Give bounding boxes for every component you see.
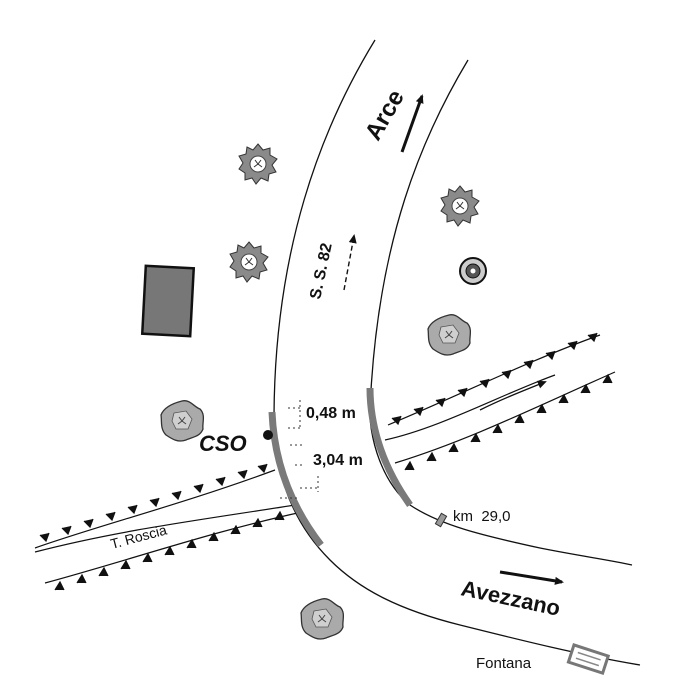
building-icon — [140, 264, 196, 338]
well-icon — [459, 257, 487, 285]
arrow-icon — [499, 570, 564, 585]
tree-icon — [229, 241, 269, 283]
bank-hachures — [39, 332, 613, 591]
label-km: km 29,0 — [453, 508, 511, 525]
stream-bank-lower — [44, 371, 616, 584]
road-ss82 — [273, 39, 641, 666]
shrub-icon — [427, 314, 472, 356]
arrow-icon — [400, 94, 424, 153]
stream-flow-arrow — [479, 380, 547, 411]
stream-water-line — [34, 374, 556, 553]
bridge-parapet-right — [366, 387, 413, 508]
fountain-icon — [566, 643, 611, 676]
dimension-lines — [280, 400, 320, 499]
label-arce: Arce — [360, 85, 410, 145]
bridge — [268, 387, 413, 548]
shrub-icon — [160, 400, 205, 442]
km-marker-icon — [434, 512, 448, 528]
bridge-parapet-left — [268, 411, 324, 548]
label-distance-upper: 0,48 m — [306, 405, 356, 422]
cso-point-icon — [263, 430, 273, 440]
stream-banks — [34, 334, 616, 584]
tree-icon — [238, 143, 278, 185]
road-edge-right — [369, 59, 633, 566]
shrub-icon — [300, 598, 345, 640]
label-road-ss82: S. S. 82 — [307, 242, 335, 301]
arrow-icon — [343, 234, 357, 291]
label-distance-lower: 3,04 m — [313, 452, 363, 469]
label-cso: CSO — [199, 431, 247, 456]
label-avezzano: Avezzano — [459, 575, 563, 620]
label-fontana: Fontana — [476, 655, 532, 672]
label-stream: T. Roscia — [109, 521, 169, 551]
stream-bank-upper — [34, 334, 601, 549]
road-edge-left — [273, 39, 641, 666]
tree-icon — [440, 185, 480, 227]
